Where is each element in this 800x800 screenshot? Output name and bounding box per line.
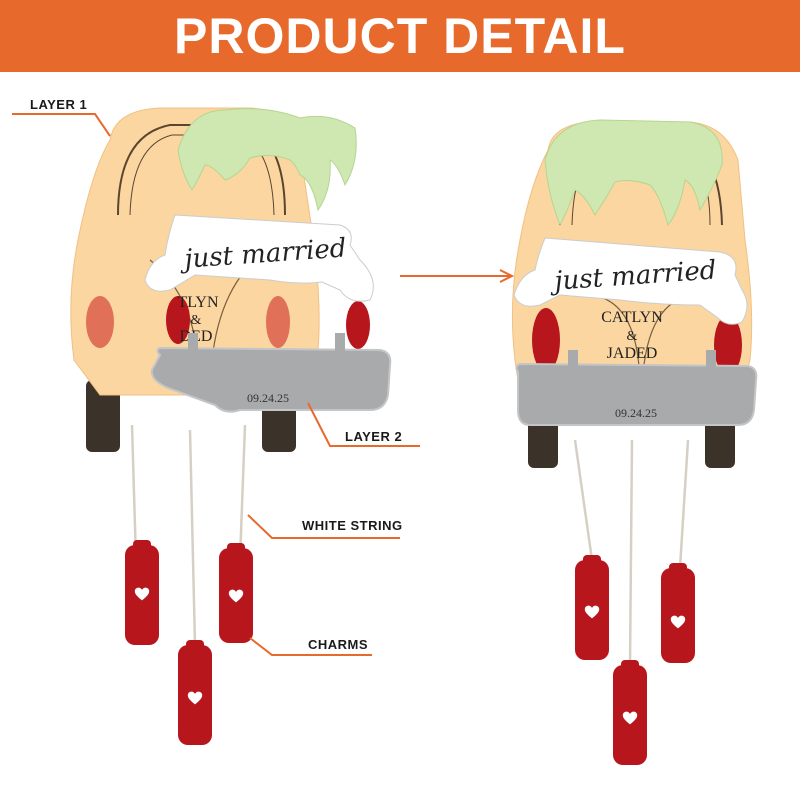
tail-light — [166, 296, 190, 344]
arrow-head — [499, 269, 515, 283]
left-exploded-view: just married TLYN & DED 09.24.25 — [70, 107, 392, 745]
ampersand: & — [627, 329, 638, 344]
charm — [178, 640, 212, 745]
just-married-banner — [144, 214, 374, 302]
bumper-layer2 — [150, 346, 392, 413]
callout-layer1: LAYER 1 — [30, 97, 88, 112]
header-banner: PRODUCT DETAIL — [0, 0, 800, 72]
date-text: 09.24.25 — [615, 406, 657, 420]
charm — [661, 563, 695, 663]
date-text: 09.24.25 — [247, 391, 289, 405]
white-strings — [130, 424, 247, 646]
just-married-banner — [513, 237, 748, 325]
white-strings — [573, 439, 690, 666]
callout-line-layer1 — [12, 113, 111, 137]
name-1-partial: TLYN — [177, 294, 219, 311]
callout-white-string: WHITE STRING — [302, 518, 403, 533]
garland — [544, 119, 723, 227]
tail-light — [346, 301, 370, 349]
garland — [177, 108, 357, 212]
tail-light — [714, 315, 742, 375]
callout-charms: CHARMS — [308, 637, 369, 652]
tail-light — [266, 296, 290, 348]
charm — [125, 540, 159, 645]
tail-light — [86, 296, 114, 348]
page-title: PRODUCT DETAIL — [174, 8, 626, 64]
callout-line-layer2 — [307, 402, 420, 447]
right-assembled-view: just married CATLYN & JADED 09.24.25 — [511, 119, 758, 765]
tail-light — [532, 308, 560, 372]
callout-line-string — [247, 514, 400, 539]
charm — [219, 543, 253, 643]
name-2: JADED — [607, 345, 658, 362]
name-1: CATLYN — [601, 309, 663, 326]
charm — [575, 555, 609, 660]
ampersand: & — [191, 313, 202, 328]
callout-lines — [12, 113, 515, 656]
callout-line-charms — [249, 637, 372, 656]
left-rear-wheel — [86, 380, 120, 452]
charm — [613, 660, 647, 765]
callout-layer2: LAYER 2 — [345, 429, 403, 444]
